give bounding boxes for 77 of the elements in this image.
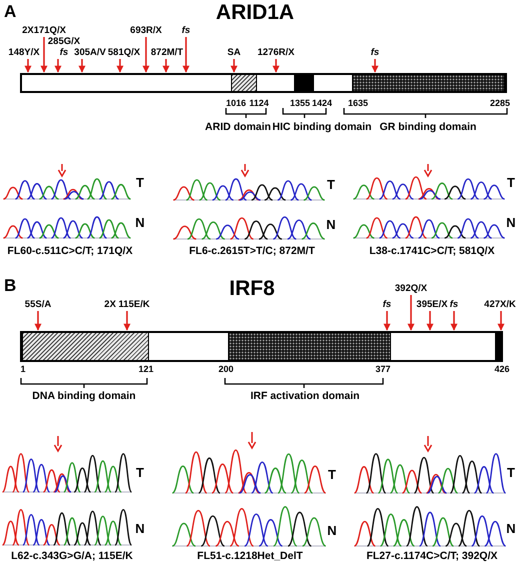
mutation-label: fs xyxy=(60,47,68,58)
protein-bar xyxy=(20,331,503,362)
mutation-label: fs xyxy=(450,299,458,310)
arrow xyxy=(426,311,434,331)
mutation-label: 392Q/X xyxy=(394,283,428,294)
mutation-label: 427X/K xyxy=(484,299,516,310)
arrow xyxy=(384,311,390,331)
mutation-label: 1276R/X xyxy=(258,47,294,58)
arrow xyxy=(34,311,42,331)
arrow xyxy=(40,37,48,73)
mutation-label: 2X 115E/K xyxy=(104,299,150,310)
mutation-label: 872M/T xyxy=(150,47,184,58)
trace-label: T xyxy=(136,466,144,480)
arrow xyxy=(182,37,190,73)
arrow xyxy=(24,59,32,73)
mutation-label: fs xyxy=(370,47,380,58)
protein-bar xyxy=(20,73,507,93)
position-number: 1 xyxy=(20,364,26,374)
trace-label: T xyxy=(507,176,515,190)
position-number: 121 xyxy=(138,364,154,374)
gene-title: IRF8 xyxy=(229,277,275,301)
arrow xyxy=(450,311,458,331)
trace-label: T xyxy=(136,176,144,190)
arrow xyxy=(78,59,86,73)
arrow xyxy=(372,59,378,73)
position-number: 377 xyxy=(375,364,391,374)
mutation-label: 55S/A xyxy=(24,299,52,310)
arrow xyxy=(162,59,170,73)
mutation-label: 148Y/X xyxy=(8,47,40,58)
position-number: 1635 xyxy=(348,98,368,108)
trace-label: N xyxy=(506,216,516,230)
mutation-label: 395E/X xyxy=(416,299,448,310)
arrow xyxy=(408,295,414,331)
trace-label: T xyxy=(507,466,515,480)
sample-caption: L62-c.343G>G/A; 115E/K xyxy=(11,550,133,562)
arrow xyxy=(54,59,62,73)
trace-label: T xyxy=(327,178,335,192)
arrow xyxy=(116,59,124,73)
mutation-label: 285G/X xyxy=(48,36,80,47)
sample-caption: FL60-c.511C>C/T; 171Q/X xyxy=(7,245,133,257)
position-number: 200 xyxy=(218,364,234,374)
mutation-label: fs xyxy=(182,25,190,36)
trace-label: N xyxy=(327,524,337,538)
arrow xyxy=(272,59,280,73)
arrow xyxy=(498,311,504,331)
domain-name: ARID domain xyxy=(205,121,271,133)
panel-letter: B xyxy=(4,276,16,296)
domain-name: DNA binding domain xyxy=(32,390,136,402)
mutation-label: SA xyxy=(227,47,241,58)
domain-name: GR binding domain xyxy=(380,121,476,133)
gene-title: ARID1A xyxy=(216,1,294,25)
position-number: 426 xyxy=(494,364,510,374)
position-number: 1424 xyxy=(312,98,332,108)
mutation-label: 305A/V xyxy=(74,47,106,58)
position-number: 2285 xyxy=(490,98,510,108)
sample-caption: L38-c.1741C>C/T; 581Q/X xyxy=(369,245,495,257)
arrow xyxy=(230,59,238,73)
panel-letter: A xyxy=(4,2,16,22)
arrow xyxy=(124,311,130,331)
position-number: 1016 xyxy=(226,98,246,108)
arrow xyxy=(142,37,150,73)
sample-caption: FL6-c.2615T>T/C; 872M/T xyxy=(189,245,315,257)
position-number: 1355 xyxy=(290,98,310,108)
trace-label: N xyxy=(135,522,145,536)
trace-label: N xyxy=(326,218,336,232)
trace-label: T xyxy=(328,468,336,482)
sample-caption: FL27-c.1174C>C/T; 392Q/X xyxy=(366,550,498,562)
mutation-label: 581Q/X xyxy=(108,47,140,58)
mutation-label: 2X171Q/X xyxy=(22,25,66,36)
mutation-label: fs xyxy=(382,299,392,310)
position-number: 1124 xyxy=(249,98,269,108)
domain-name: IRF activation domain xyxy=(250,390,360,402)
trace-label: N xyxy=(506,522,516,536)
sample-caption: FL51-c.1218Het_DelT xyxy=(197,550,303,562)
trace-label: N xyxy=(135,216,145,230)
mutation-label: 693R/X xyxy=(130,25,162,36)
domain-name: HIC binding domain xyxy=(272,121,372,133)
